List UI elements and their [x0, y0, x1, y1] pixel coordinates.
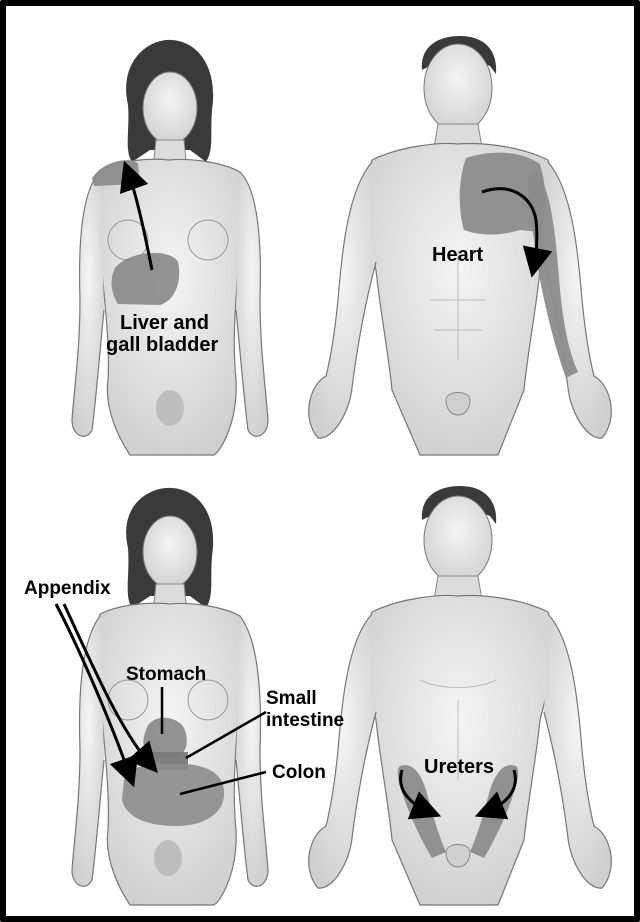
left-arm — [309, 614, 376, 888]
face — [424, 44, 492, 132]
label-liver-line2: gall bladder — [106, 334, 218, 357]
label-small-intestine-line1: Small — [266, 688, 317, 710]
male-figure-ureters — [309, 486, 612, 905]
genital-area — [446, 393, 470, 416]
neck — [154, 140, 186, 160]
face — [143, 516, 197, 588]
label-ureters: Ureters — [424, 756, 494, 779]
label-small-intestine-line2: intestine — [266, 710, 344, 732]
female-figure-abdominal — [56, 488, 268, 905]
label-stomach: Stomach — [126, 664, 206, 686]
stomach-pain-area — [143, 718, 186, 758]
colon-pain-area — [122, 764, 224, 826]
label-liver-line1: Liver and — [120, 312, 209, 335]
label-colon: Colon — [272, 762, 326, 784]
face — [143, 72, 197, 144]
label-heart: Heart — [432, 244, 483, 267]
female-figure-liver — [72, 40, 268, 455]
pubic-area — [154, 840, 182, 876]
right-arm — [236, 616, 268, 886]
right-arm — [236, 172, 268, 436]
left-arm — [72, 172, 104, 436]
genital-area — [446, 845, 470, 868]
right-arm — [544, 614, 611, 888]
label-appendix: Appendix — [24, 578, 111, 600]
left-arm — [309, 162, 376, 438]
neck — [154, 584, 186, 604]
pubic-area — [156, 390, 184, 426]
face — [424, 496, 492, 584]
